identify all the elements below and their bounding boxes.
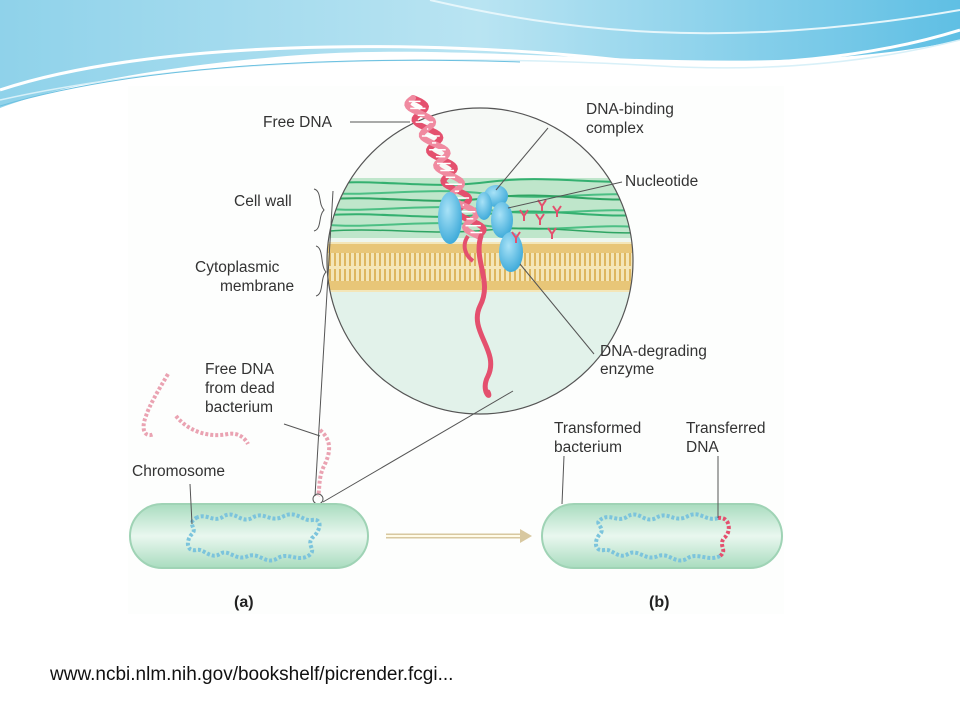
header-swoosh-decoration <box>0 0 960 108</box>
nucleotides <box>511 199 562 243</box>
label-cytoplasmic-2: membrane <box>220 278 294 295</box>
label-transformed-2: bacterium <box>554 439 622 456</box>
label-cell-wall: Cell wall <box>234 193 292 210</box>
label-nucleotide: Nucleotide <box>625 173 698 190</box>
label-transferred-2: DNA <box>686 439 719 456</box>
transformation-arrow <box>386 529 532 543</box>
dna-binding-complex <box>438 185 513 244</box>
source-url: www.ncbi.nlm.nih.gov/bookshelf/picrender… <box>50 664 454 685</box>
panel-label-a: (a) <box>234 594 254 611</box>
label-leader-lines <box>189 121 719 525</box>
label-dna-binding-1: DNA-binding <box>586 101 674 118</box>
label-cytoplasmic-1: Cytoplasmic <box>195 259 280 276</box>
label-dna-binding-2: complex <box>586 120 644 137</box>
label-free-dna: Free DNA <box>263 114 333 131</box>
label-dna-degrading-2: enzyme <box>600 361 654 378</box>
label-transformed-1: Transformed <box>554 420 641 437</box>
free-dna-fragments <box>141 372 332 497</box>
bacterium-b <box>541 503 783 569</box>
label-free-dna-dead-1: Free DNA <box>205 361 275 378</box>
panel-label-b: (b) <box>649 594 669 611</box>
label-dna-degrading-1: DNA-degrading <box>600 343 707 360</box>
label-free-dna-dead-3: bacterium <box>205 399 273 416</box>
dna-degrading-enzyme <box>499 232 523 272</box>
bacterial-transformation-diagram: Free DNA Cell wall Cytoplasmic membrane … <box>128 86 784 614</box>
bacterium-a <box>129 503 369 569</box>
label-free-dna-dead-2: from dead <box>205 380 275 397</box>
label-transferred-1: Transferred <box>686 420 766 437</box>
label-chromosome: Chromosome <box>132 463 225 480</box>
